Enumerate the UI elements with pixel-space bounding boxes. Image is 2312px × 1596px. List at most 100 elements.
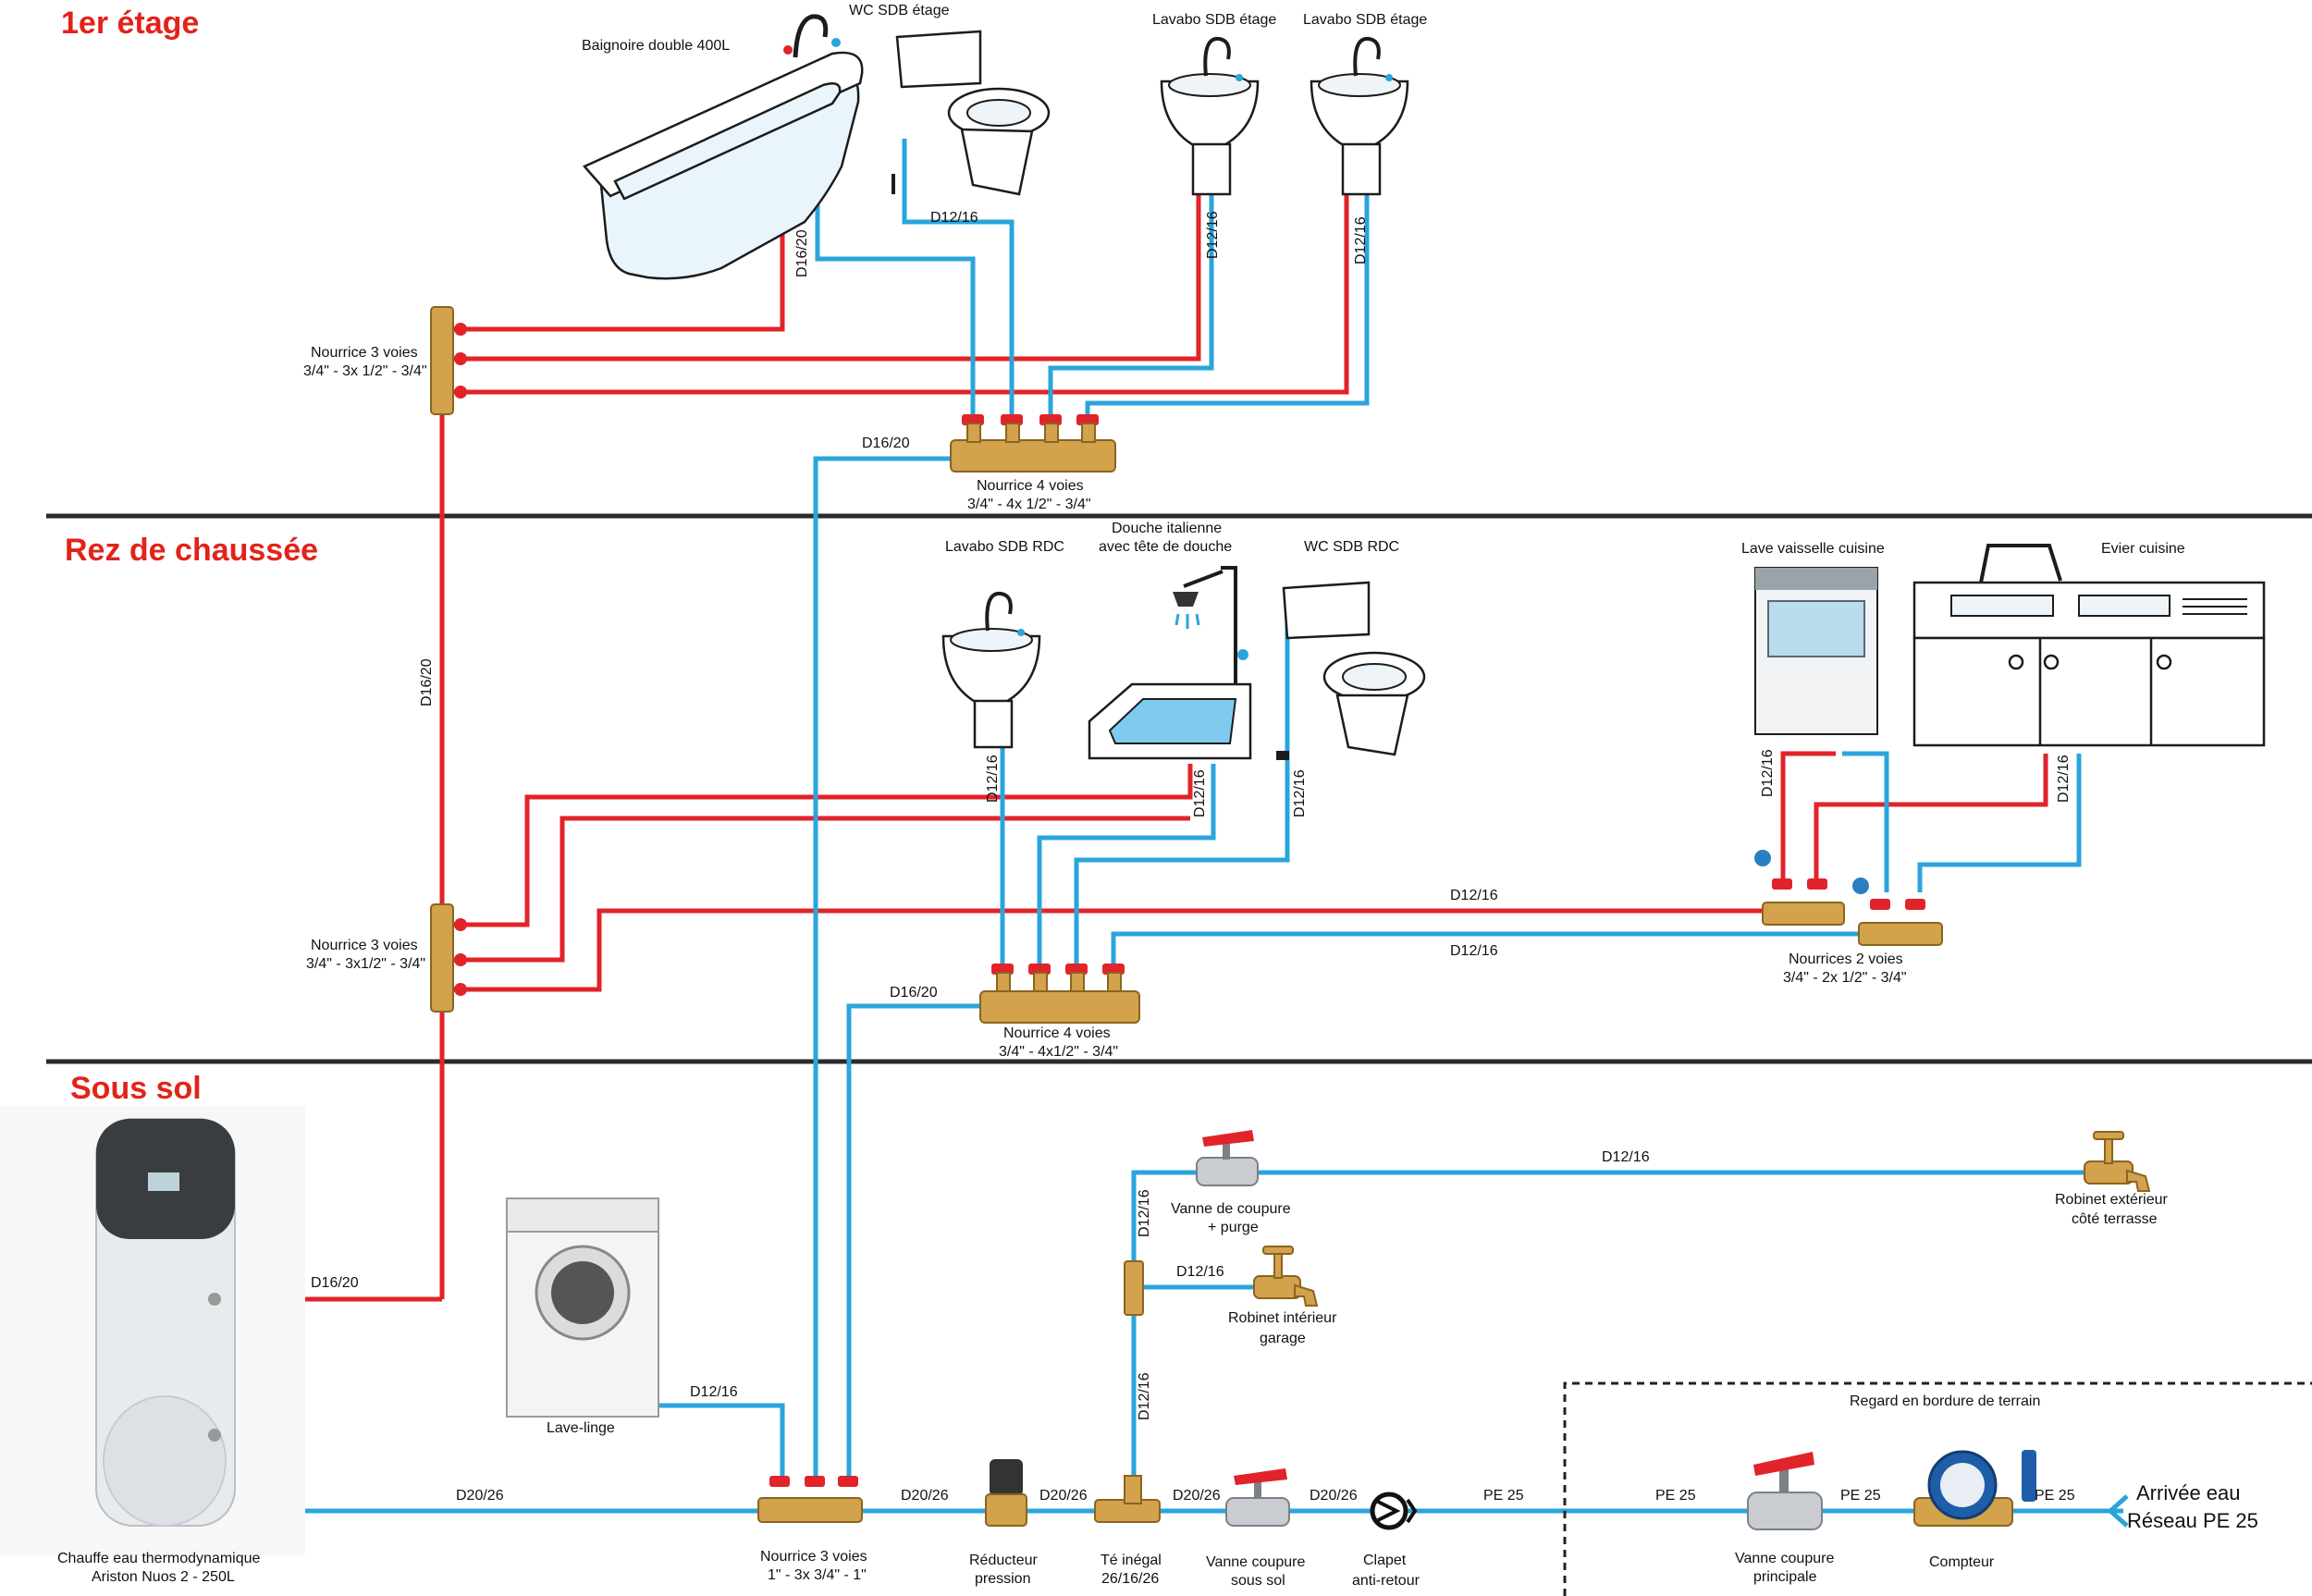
pipe-label-wc-first: D12/16: [930, 210, 978, 226]
washbasin-icon: [1310, 36, 1409, 196]
main-valve-label-2: principale: [1753, 1569, 1817, 1585]
pipe-label-washer: D12/16: [690, 1384, 738, 1400]
manifold4-ground-label-1: Nourrice 4 voies: [1003, 1025, 1111, 1041]
tee-label-2: 26/16/26: [1101, 1571, 1159, 1587]
inlet-label-1: Arrivée eau: [2136, 1481, 2241, 1504]
tee-fitting-icon: [1094, 1475, 1161, 1523]
manifold3-first-label-1: Nourrice 3 voies: [311, 345, 418, 361]
pipe-label-riser-up: D12/16: [1137, 1189, 1152, 1237]
bathtub-icon: [582, 14, 864, 280]
valve-icon: [1225, 1468, 1290, 1527]
pipe-label-b: D20/26: [1039, 1488, 1088, 1504]
cold-pipe-washer: [658, 1403, 785, 1485]
washer-label: Lave-linge: [547, 1420, 615, 1436]
pipe-label-heater-hot: D16/20: [311, 1275, 359, 1291]
outdoor-tap-label-1: Robinet extérieur: [2055, 1192, 2169, 1208]
shower-label-2: avec tête de douche: [1099, 539, 1232, 555]
pipe-label-bath: D16/20: [794, 229, 810, 277]
garage-tap-label-1: Robinet intérieur: [1228, 1310, 1337, 1326]
inlet-label-2: Réseau PE 25: [2127, 1509, 2258, 1532]
pipe-label-shower: D12/16: [1192, 769, 1208, 817]
manifold3-basement-label-2: 1" - 3x 3/4" - 1": [768, 1567, 867, 1583]
boundary-box: [1563, 1381, 2312, 1596]
hot-pipe-basin-rdc: [442, 764, 1193, 927]
cold-pipe-kitchen: [1111, 931, 1896, 969]
outdoor-tap-label-2: côté terrasse: [2072, 1211, 2158, 1227]
garage-tap-label-2: garage: [1260, 1331, 1306, 1346]
cold-riser-ground: [846, 1003, 990, 1485]
pipe-label-f: PE 25: [1655, 1488, 1696, 1504]
manifold2-label-1: Nourrices 2 voies: [1789, 951, 1903, 967]
purge-valve-label-2: + purge: [1208, 1220, 1259, 1235]
pipe-label-basin2: D12/16: [1353, 216, 1369, 264]
pipe-label-riser-low: D12/16: [1137, 1372, 1152, 1420]
pipe-label-c: D20/26: [1173, 1488, 1221, 1504]
pipe-label-riser-ground: D16/20: [419, 658, 435, 706]
cold-pipe-bath: [815, 181, 976, 420]
toilet-icon: [1276, 581, 1426, 760]
pressure-reducer-icon: [985, 1459, 1027, 1527]
pipe-label-a: D20/26: [901, 1488, 949, 1504]
tee-fitting-icon: [1124, 1260, 1144, 1316]
basin1-first-label: Lavabo SDB étage: [1152, 12, 1276, 28]
pipe-label-wc-rdc: D12/16: [1292, 769, 1308, 817]
purge-valve-label-1: Vanne de coupure: [1171, 1201, 1291, 1217]
pipe-label-outdoor: D12/16: [1602, 1149, 1650, 1165]
cold-pipe-shower: [1037, 764, 1216, 969]
pipe-label-heater-cold: D20/26: [456, 1488, 504, 1504]
pipe-label-basin1: D12/16: [1205, 211, 1221, 259]
valve-icon: [1747, 1452, 1823, 1530]
manifold4-ground-label-2: 3/4" - 4x1/2" - 3/4": [999, 1044, 1118, 1060]
pipe-label-cold-kitchen: D12/16: [1450, 943, 1498, 959]
kitchen-sink-label: Evier cuisine: [2101, 541, 2185, 557]
pipe-label-sink: D12/16: [2056, 755, 2072, 803]
pipe-label-e: PE 25: [1483, 1488, 1524, 1504]
hot-pipe-shower: [442, 816, 1190, 963]
manifold2-label-2: 3/4" - 2x 1/2" - 3/4": [1783, 970, 1907, 986]
floor-title-basement: Sous sol: [70, 1071, 202, 1106]
bathtub-label: Baignoire double 400L: [582, 38, 730, 54]
shutoff-label-1: Vanne coupure: [1206, 1554, 1305, 1570]
kitchen-sink-icon: [1912, 544, 2266, 747]
cold-pipe-to-outdoor: [1131, 1170, 2099, 1511]
valve-icon: [1196, 1130, 1259, 1186]
manifold4-first-label-1: Nourrice 4 voies: [977, 478, 1084, 494]
manifold3-basement-label-1: Nourrice 3 voies: [760, 1549, 867, 1565]
hot-pipe-basin1: [442, 194, 1201, 362]
boundary-label: Regard en bordure de terrain: [1850, 1393, 2040, 1409]
pipe-label-garage: D12/16: [1176, 1264, 1224, 1280]
manifold4-first-label-2: 3/4" - 4x 1/2" - 3/4": [967, 497, 1091, 512]
check-valve-icon: [1370, 1492, 1418, 1530]
pipe-label-manifold4-ground: D16/20: [890, 985, 938, 1001]
cold-pipe-wc: [902, 139, 1015, 420]
hot-pipe-dishwasher: [1780, 751, 1836, 883]
hot-pipe-basin2: [442, 194, 1349, 395]
meter-label: Compteur: [1929, 1554, 1995, 1570]
manifold-3-way-first: [430, 306, 467, 415]
washbasin-icon: [941, 591, 1041, 749]
manifold3-ground-label-2: 3/4" - 3x1/2" - 3/4": [306, 956, 425, 972]
reducer-label-2: pression: [975, 1571, 1030, 1587]
main-valve-label-1: Vanne coupure: [1735, 1551, 1834, 1566]
heater-label-1: Chauffe eau thermodynamique: [57, 1551, 261, 1566]
inlet-arrow: [2107, 1494, 2129, 1528]
check-label-1: Clapet: [1363, 1553, 1407, 1568]
hot-pipe-bath: [442, 231, 785, 332]
floor-title-ground: Rez de chaussée: [65, 533, 318, 568]
pipe-label-h: PE 25: [2035, 1488, 2075, 1504]
cold-pipe-sink: [1917, 754, 2082, 892]
cold-riser-first: [813, 456, 962, 1485]
cold-pipe-basin2: [1085, 194, 1370, 420]
dishwasher-label: Lave vaisselle cuisine: [1741, 541, 1885, 557]
shower-label-1: Douche italienne: [1112, 521, 1222, 536]
dishwasher-icon: [1754, 567, 1878, 735]
manifold-3-way-basement: [757, 1476, 863, 1523]
cold-pipes: [215, 139, 2123, 1514]
manifold3-ground-label-1: Nourrice 3 voies: [311, 938, 418, 953]
shower-icon: [1088, 566, 1252, 760]
manifold-4-way-ground: [979, 964, 1140, 1024]
cold-pipe-basin1: [1048, 194, 1214, 420]
reducer-label-1: Réducteur: [969, 1553, 1038, 1568]
